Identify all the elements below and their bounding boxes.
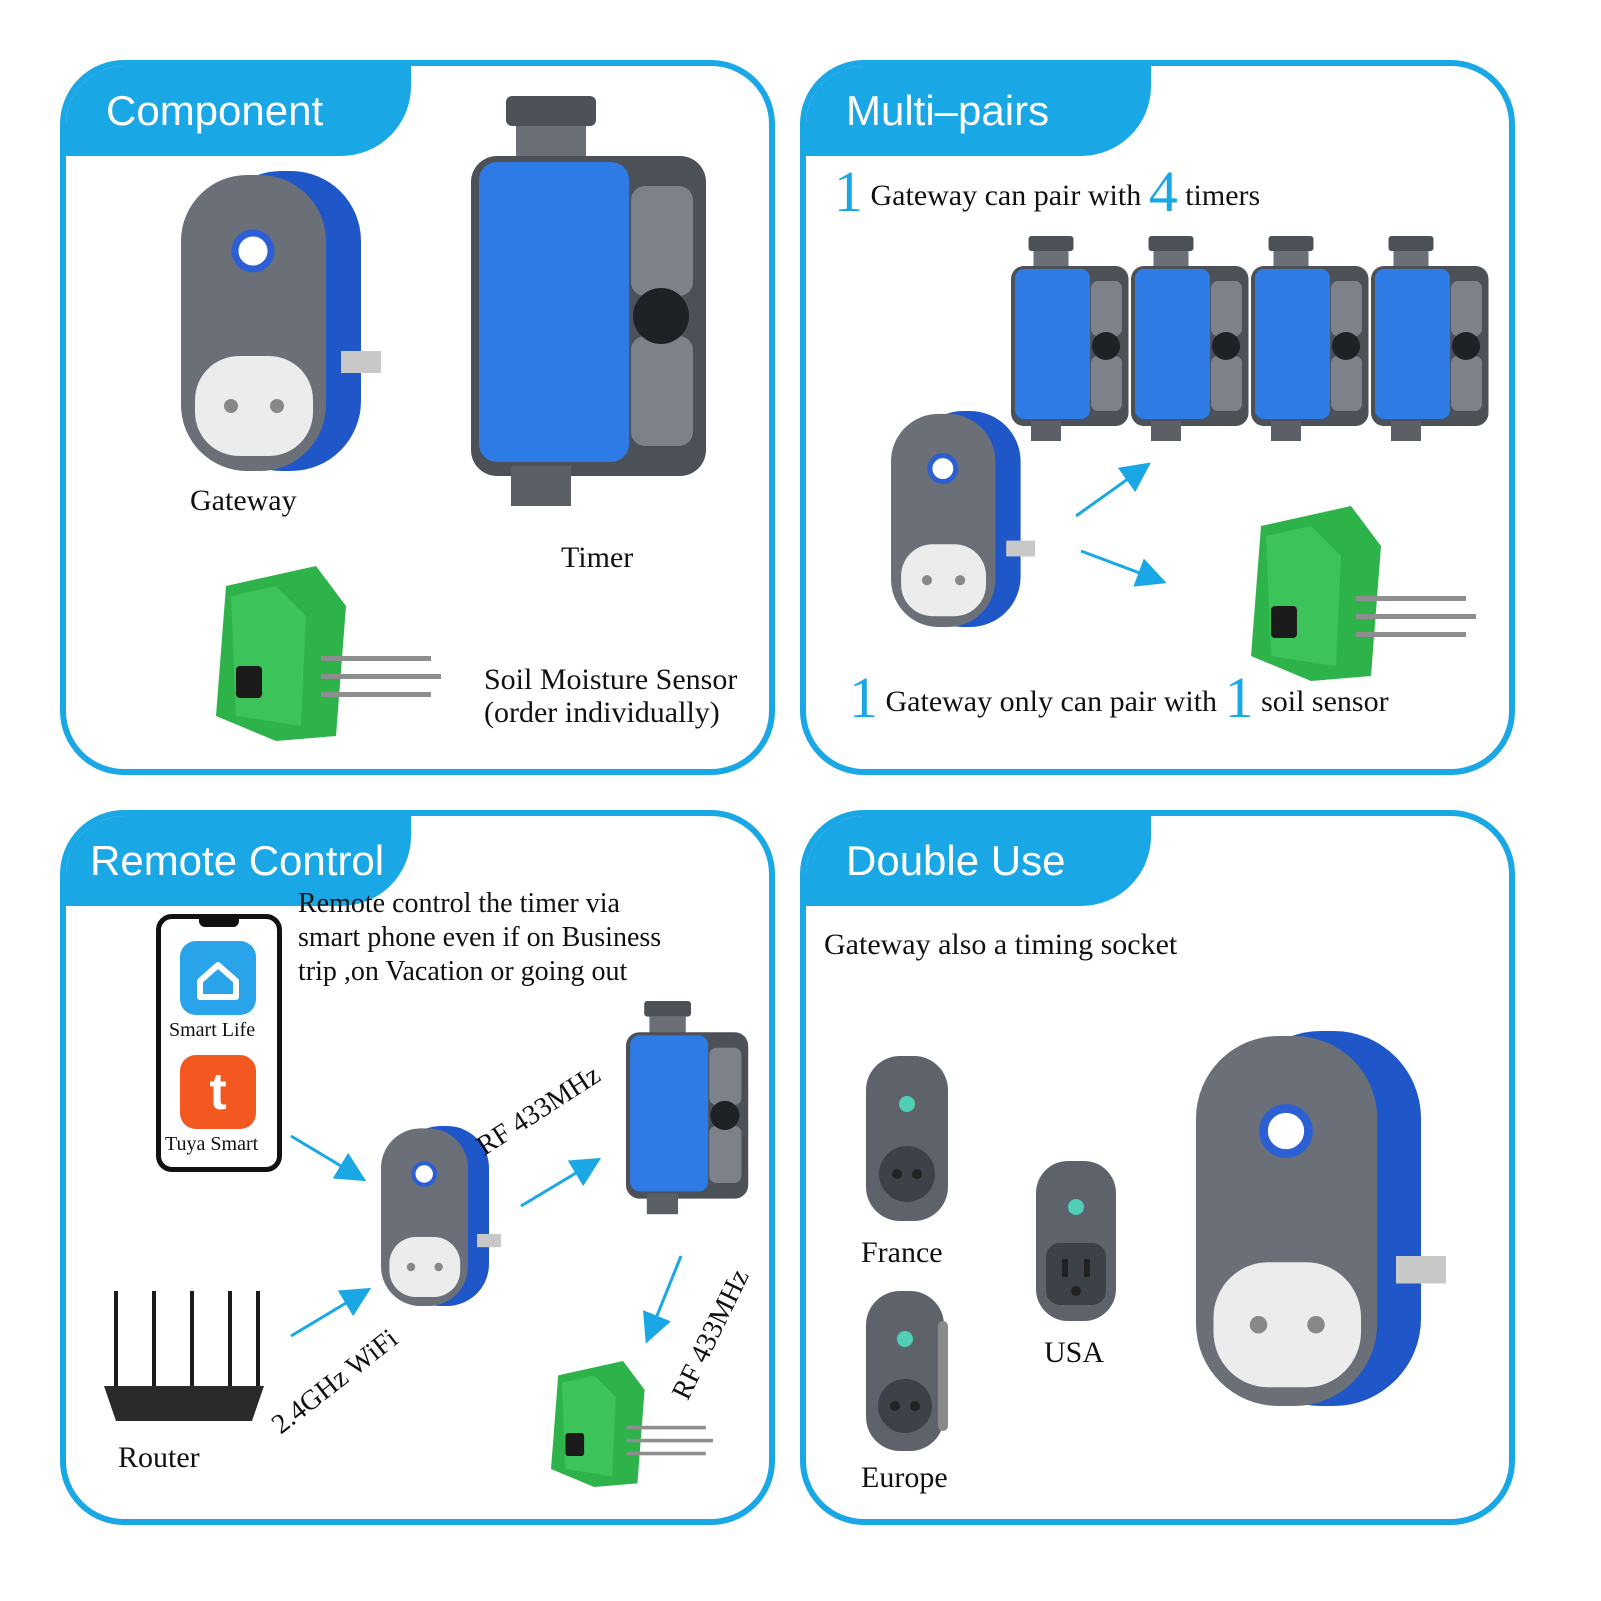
count-gateway-2: 1: [849, 665, 878, 730]
sensor-label-2: (order individually): [484, 696, 720, 729]
soil-sensor-icon: [1251, 506, 1476, 681]
arrow-icon: [290, 1134, 367, 1182]
arrow-icon: [520, 1157, 602, 1208]
count-timers: 4: [1148, 159, 1178, 224]
timer-label: Timer: [561, 541, 634, 574]
timer-icon-3: [1251, 236, 1369, 441]
component-panel: Component Gateway Timer Soil Moisture Se…: [60, 60, 775, 775]
remote-desc-1: Remote control the timer via: [298, 888, 620, 919]
multi-pairs-line-1: 1 Gateway can pair with 4 timers: [834, 159, 1261, 224]
rf-label-1: RF 433MHz: [471, 1059, 606, 1162]
multi-pairs-title: Multi–pairs: [806, 66, 1151, 156]
multi-pairs-panel: Multi–pairs 1 Gateway can pair with 4 ti…: [800, 60, 1515, 775]
usa-label: USA: [1044, 1336, 1105, 1369]
socket-france-icon: [866, 1056, 948, 1221]
gateway-device-icon: [891, 411, 1041, 631]
arrow-icon: [290, 1287, 372, 1338]
gateway-device-icon: [181, 171, 391, 481]
router-icon: [104, 1291, 264, 1421]
soil-sensor-icon: [551, 1361, 713, 1487]
double-use-panel: Double Use Gateway also a timing socket …: [800, 810, 1515, 1525]
soil-sensor-icon: [216, 566, 441, 741]
tuya-smart-label: Tuya Smart: [165, 1133, 259, 1155]
component-title: Component: [66, 66, 411, 156]
smart-life-home-icon[interactable]: [180, 941, 256, 1015]
multi-pairs-line-2: 1 Gateway only can pair with 1 soil sens…: [849, 665, 1389, 730]
socket-europe-icon: [866, 1291, 948, 1451]
remote-desc-2: smart phone even if on Business: [298, 922, 662, 953]
remote-desc-3: trip ,on Vacation or going out: [298, 956, 628, 987]
timer-device-icon: [471, 96, 706, 506]
timer-device-icon: [626, 1001, 749, 1215]
count-sensor: 1: [1224, 665, 1254, 730]
remote-control-panel: Remote Control Remote control the timer …: [60, 810, 775, 1525]
smartphone-icon: Smart Life t Tuya Smart: [156, 914, 282, 1172]
arrow-icon: [1075, 462, 1167, 587]
count-gateway-1: 1: [834, 159, 863, 224]
timer-icon-4: [1371, 236, 1489, 441]
double-use-caption: Gateway also a timing socket: [824, 928, 1178, 961]
europe-label: Europe: [861, 1461, 948, 1494]
double-use-title: Double Use: [806, 816, 1151, 906]
remote-control-title: Remote Control: [66, 816, 411, 906]
timer-icon-2: [1131, 236, 1249, 441]
tuya-logo-icon[interactable]: t: [180, 1055, 256, 1129]
sensor-label-1: Soil Moisture Sensor: [484, 663, 738, 696]
router-label: Router: [118, 1441, 200, 1474]
gateway-label: Gateway: [190, 484, 297, 517]
gateway-device-icon: [1196, 1031, 1456, 1411]
smart-life-label: Smart Life: [169, 1019, 256, 1041]
france-label: France: [861, 1236, 943, 1269]
arrow-icon: [643, 1255, 683, 1344]
socket-usa-icon: [1036, 1161, 1116, 1321]
